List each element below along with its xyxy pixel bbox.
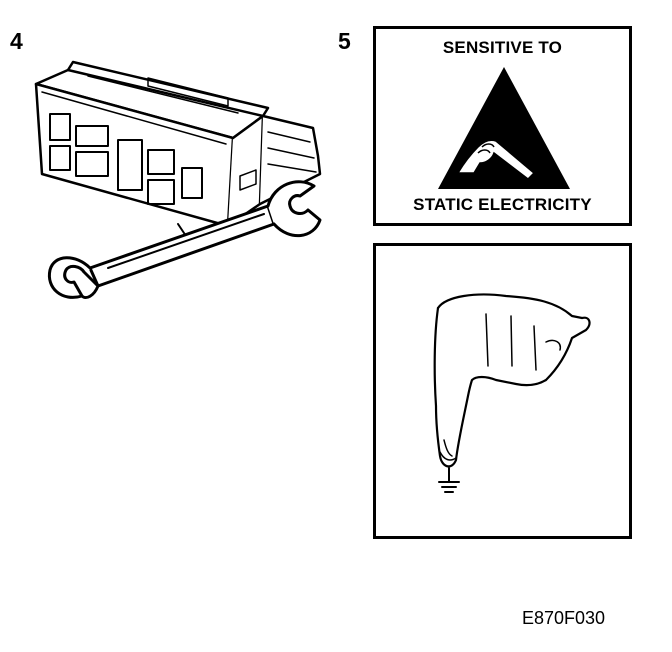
warning-text-bottom: STATIC ELECTRICITY xyxy=(413,195,592,214)
wrench-icon xyxy=(47,180,322,300)
grounding-hand-panel xyxy=(373,243,632,539)
control-module-with-wrench xyxy=(34,60,322,300)
static-warning-label: SENSITIVE TO STATIC ELECTRICITY xyxy=(373,26,632,226)
step-number-4: 4 xyxy=(10,28,23,54)
esd-warning-triangle-hand-icon xyxy=(438,67,570,189)
control-module-icon xyxy=(34,60,322,241)
grounded-pointing-hand-icon xyxy=(433,293,591,468)
figure-code: E870F030 xyxy=(522,608,606,628)
step-number-5: 5 xyxy=(338,28,351,54)
warning-text-top: SENSITIVE TO xyxy=(442,38,563,57)
ground-symbol-icon xyxy=(438,467,460,493)
